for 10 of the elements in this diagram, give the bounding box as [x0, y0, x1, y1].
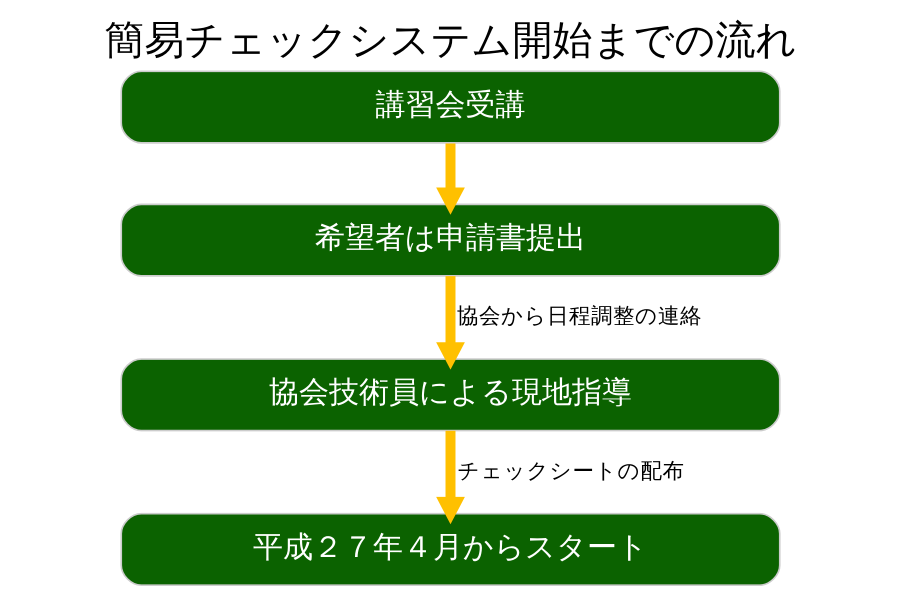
edge-label: チェックシートの配布 — [457, 458, 684, 484]
edge-label: 協会から日程調整の連絡 — [456, 304, 702, 330]
node-box: 協会技術員による現地指導 — [120, 358, 780, 432]
node-box: 講習会受講 — [120, 70, 780, 144]
arrow — [436, 430, 464, 524]
arrow — [436, 144, 464, 215]
arrow — [436, 276, 464, 370]
node-box: 平成２７年４月からスタート — [120, 512, 780, 586]
diagram-title: 簡易チェックシステム開始までの流れ — [104, 17, 796, 64]
node-box: 希望者は申請書提出 — [120, 204, 780, 277]
